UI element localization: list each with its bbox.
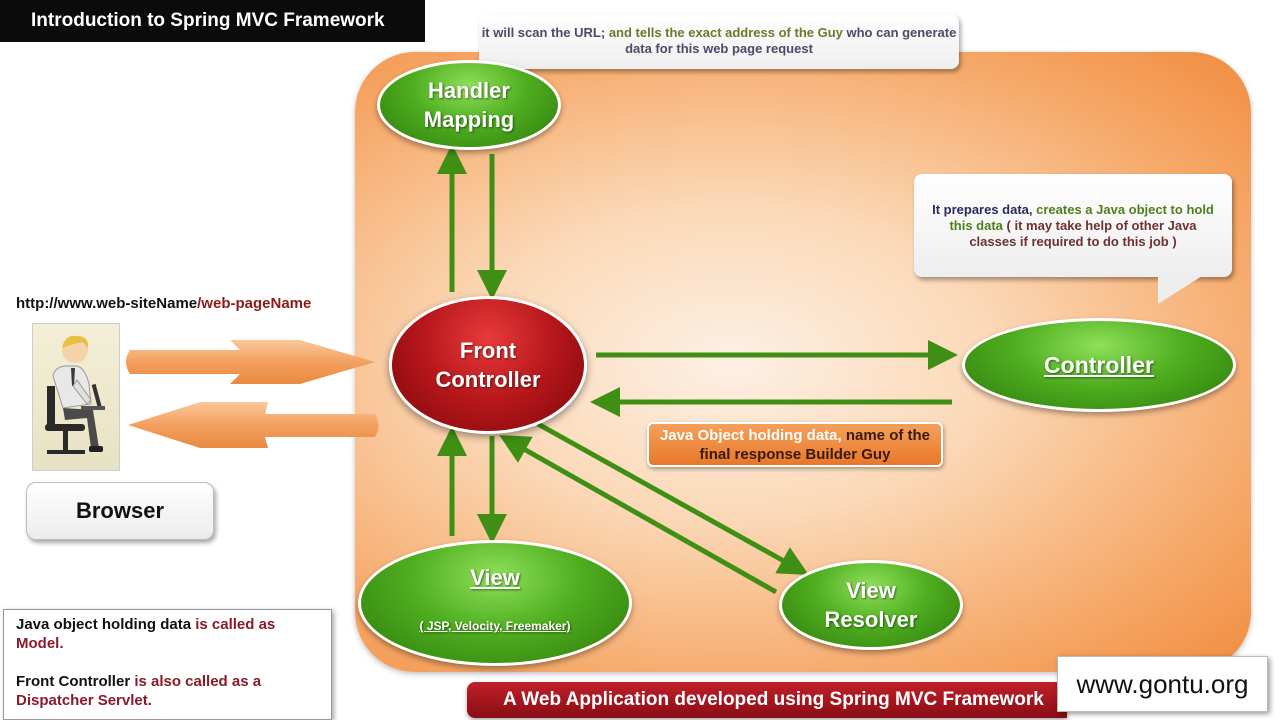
handler-mapping-node: Handler Mapping bbox=[377, 60, 561, 150]
arrow-vr-to-fc bbox=[499, 435, 778, 595]
model-note: Java object holding data is called as Mo… bbox=[16, 616, 276, 652]
browser-button[interactable]: Browser bbox=[26, 482, 214, 540]
prepare-callout: It prepares data, creates a Java object … bbox=[914, 174, 1232, 277]
response-arrow bbox=[128, 402, 379, 448]
callout-tail bbox=[1158, 276, 1202, 304]
page-title: Introduction to Spring MVC Framework bbox=[0, 0, 425, 42]
footer-banner: A Web Application developed using Spring… bbox=[467, 682, 1067, 718]
arrow-fc-to-vr bbox=[536, 421, 809, 575]
request-arrow bbox=[126, 340, 375, 384]
user-at-computer-image bbox=[32, 323, 120, 471]
controller-node[interactable]: Controller bbox=[962, 318, 1236, 412]
view-resolver-node: View Resolver bbox=[779, 560, 963, 650]
site-label[interactable]: www.gontu.org bbox=[1057, 656, 1268, 712]
view-title: View bbox=[470, 565, 520, 590]
view-subtitle: ( JSP, Velocity, Freemaker) bbox=[419, 619, 571, 633]
view-node[interactable]: View ( JSP, Velocity, Freemaker) bbox=[358, 540, 632, 666]
notes-box: Java object holding data is called as Mo… bbox=[3, 609, 332, 720]
java-object-label: Java Object holding data, name of the fi… bbox=[647, 422, 943, 467]
front-controller-node: Front Controller bbox=[389, 296, 587, 434]
browser-url: http://www.web-siteName/web-pageName bbox=[16, 295, 312, 312]
dispatcher-note: Front Controller is also called as a Dis… bbox=[16, 673, 262, 709]
scan-callout: it will scan the URL; and tells the exac… bbox=[479, 14, 959, 69]
person-icon bbox=[45, 335, 105, 454]
